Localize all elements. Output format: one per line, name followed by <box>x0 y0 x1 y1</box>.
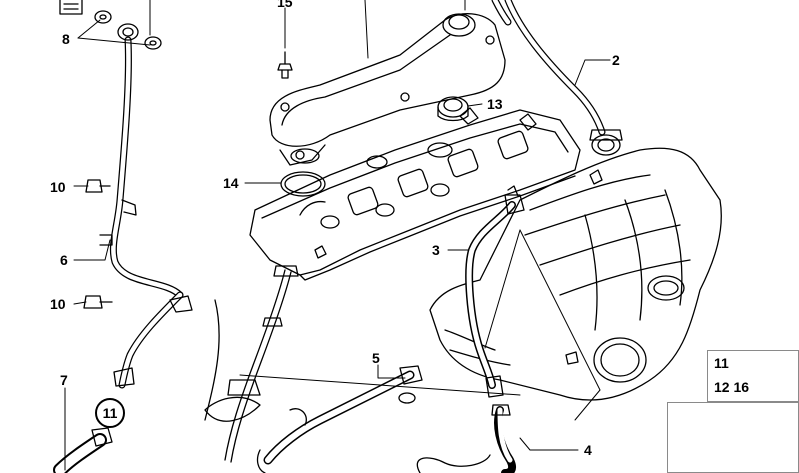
callout-11-circled: 11 <box>95 398 125 428</box>
legend-top-label: 11 <box>714 355 729 371</box>
callout-2: 2 <box>612 52 620 68</box>
gasket-ring-14 <box>280 171 326 197</box>
hose-clamp-legend: 11 12 16 <box>707 350 799 402</box>
callout-4: 4 <box>584 442 592 458</box>
seal-ring-13 <box>437 96 469 122</box>
callout-3: 3 <box>432 242 440 258</box>
bolt-and-washers-8 <box>59 0 162 50</box>
callout-10-upper: 10 <box>50 179 66 195</box>
legend-bottom-label: 12 16 <box>714 379 750 395</box>
vent-hose-4 <box>416 404 517 473</box>
bolt-15 <box>277 51 293 79</box>
callout-7: 7 <box>60 372 68 388</box>
callout-15: 15 <box>277 0 293 10</box>
oil-separator-cover <box>269 13 506 166</box>
vent-pipe-5 <box>256 365 423 473</box>
callout-5: 5 <box>372 350 380 366</box>
oil-dipstick-pipe-6 <box>99 23 193 389</box>
dipstick-guide <box>204 265 299 463</box>
cylinder-head-cover <box>249 107 581 281</box>
bolts-10 <box>83 179 113 309</box>
leader-lines <box>64 0 611 471</box>
callout-10-lower: 10 <box>50 296 66 312</box>
vent-hose-2 <box>491 0 623 156</box>
vent-hose-3 <box>465 185 525 398</box>
callout-13: 13 <box>487 96 503 112</box>
callout-8: 8 <box>62 31 70 47</box>
vehicle-thumbnail <box>667 402 799 473</box>
hose-7 <box>53 427 113 473</box>
callout-6: 6 <box>60 252 68 268</box>
intake-manifold <box>429 147 722 401</box>
callout-14: 14 <box>223 175 239 191</box>
